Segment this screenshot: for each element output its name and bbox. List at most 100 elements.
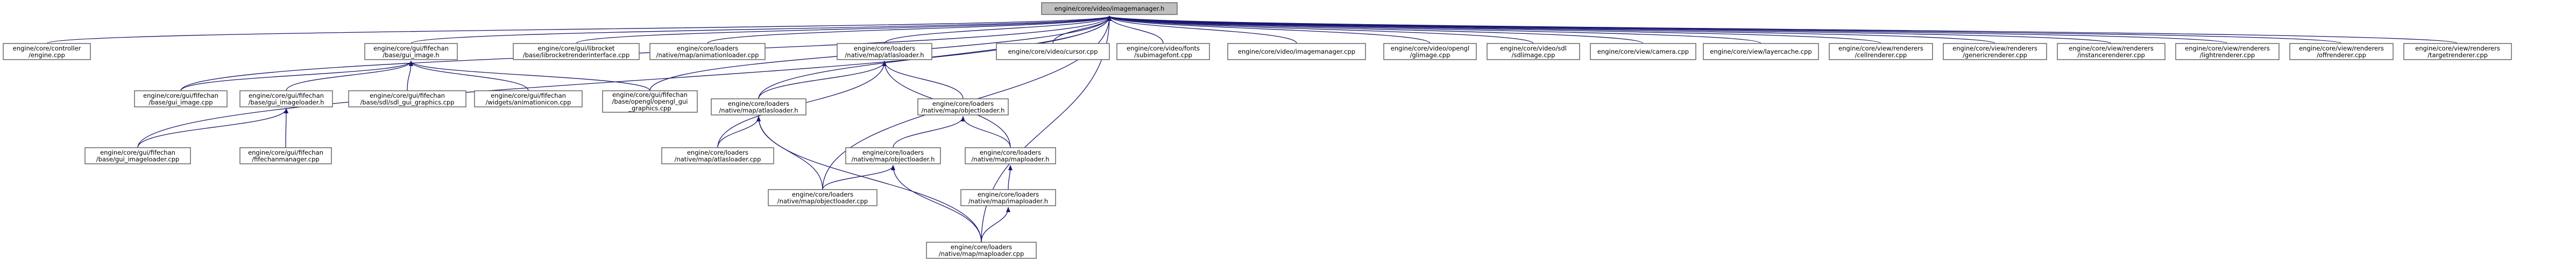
edge-gui_imageloader_cpp-to-gui_imageloader_h [137,108,288,148]
node-sdlimage[interactable]: engine/core/video/sdl/sdlimage.cpp [1487,43,1580,60]
node-root[interactable]: engine/core/video/imagemanager.h [1041,2,1178,15]
node-layercache[interactable]: engine/core/view/layercache.cpp [1703,43,1819,60]
edge-path [756,116,982,243]
node-label-line: engine/core/loaders [792,191,853,198]
node-box [960,189,1056,206]
node-imagemanager-cpp[interactable]: engine/core/video/imagemanager.cpp [1227,43,1366,60]
node-box [602,90,698,113]
node-label-line: engine/core/view/renderers [1952,45,2037,52]
node-atlasloader-h[interactable]: engine/core/loaders/native/map/atlasload… [837,43,932,60]
node-sdl-gui-graphics[interactable]: engine/core/gui/fifechan/base/sdl/sdl_gu… [348,90,466,107]
edge-maploader_h-to-mapobjectloader_h [961,116,1011,148]
edge-path [180,61,413,91]
edge-path [46,16,1112,44]
edge-librocket-to-root [576,16,1112,44]
node-box [837,43,932,60]
node-atlasloader2-h[interactable]: engine/core/loaders/native/map/atlasload… [711,98,806,115]
node-offrenderer[interactable]: engine/core/view/renderers/offrenderer.c… [2289,43,2394,60]
node-label-line: /native/map/maploader.cpp [939,250,1024,257]
node-animationicon[interactable]: engine/core/gui/fifechan/widgets/animati… [474,90,583,107]
node-label-line: /native/map/objectloader.h [922,106,1005,114]
node-label-line: engine/core/video/opengl [1391,45,1469,52]
node-label-line: engine/core/loaders [728,100,789,107]
node-label-line: /base/gui_image.h [383,51,439,59]
node-label-line: engine/core/loaders [687,149,748,156]
node-label-line: engine/core/video/imagemanager.cpp [1238,48,1355,55]
node-label-line: engine/core/view/layercache.cpp [1710,48,1811,55]
node-label-line: engine/core/gui/librocket [538,45,615,52]
node-gui-imageloader-h[interactable]: engine/core/gui/fifechan/base/gui_imagel… [239,90,333,107]
edge-gui_image_cpp-to-root [180,16,1112,91]
node-label-line: /fifechanmanager.cpp [252,155,319,163]
node-label-line: /sdlimage.cpp [1512,51,1555,59]
node-maploader-h2[interactable]: engine/core/loaders/native/map/imaploade… [960,189,1056,206]
node-box [239,90,333,107]
node-atlasloader-cpp[interactable]: engine/core/loaders/native/map/atlasload… [661,147,774,164]
node-animationloader[interactable]: engine/core/loaders/native/map/animation… [649,43,766,60]
node-label-line: engine/core/loaders [677,45,738,52]
node-gui-imageloader-cpp[interactable]: engine/core/gui/fifechan/base/gui_imagel… [84,147,191,164]
node-box [1116,43,1210,60]
node-subimagefont[interactable]: engine/core/video/fonts/subimagefont.cpp [1116,43,1210,60]
node-box [1383,43,1477,60]
node-label-line: /cellrenderer.cpp [1855,51,1907,59]
edge-path [961,116,1011,148]
node-label-line: /native/map/maploader.h [972,155,1050,163]
edge-path [1107,16,1761,44]
node-box [364,43,458,60]
edge-gui_imageloader_cpp-to-root [137,16,1112,148]
node-maploader-cpp[interactable]: engine/core/loaders/native/map/maploader… [926,242,1037,259]
node-label-line: /targetrenderer.cpp [2428,51,2488,59]
node-label-line: /lightrenderer.cpp [2200,51,2255,59]
edge-path [981,207,1010,243]
node-gui-image-cpp[interactable]: engine/core/gui/fifechan/base/gui_image.… [134,90,228,107]
edge-path [758,61,887,99]
edge-path [180,16,1112,91]
edge-path [411,16,1112,44]
node-label-line: /instancerenderer.cpp [2077,51,2145,59]
node-librocket[interactable]: engine/core/gui/librocket/base/librocket… [513,43,640,60]
node-label-line: /native/map/atlasloader.cpp [675,155,761,163]
node-mapobjectloader-h[interactable]: engine/core/loaders/native/map/objectloa… [917,98,1009,115]
node-gui-image-h[interactable]: engine/core/gui/fifechan/base/gui_image.… [364,43,458,60]
node-glimage[interactable]: engine/core/video/opengl/glimage.cpp [1383,43,1477,60]
node-label-line: engine/core/gui/fifechan [491,92,566,99]
node-box [845,147,941,164]
node-box [1487,43,1580,60]
node-controller[interactable]: engine/core/controller/engine.cpp [3,43,91,60]
node-label-line: engine/core/loaders [978,191,1039,198]
node-targetrenderer[interactable]: engine/core/view/renderers/targetrendere… [2403,43,2512,60]
node-label-line: /native/map/imaploader.h [968,197,1048,205]
edge-gui_imageloader_h-to-gui_image_h [286,61,413,91]
edge-path [882,61,964,99]
node-label-line: /glimage.cpp [1410,51,1450,59]
node-lightrenderer[interactable]: engine/core/view/renderers/lightrenderer… [2175,43,2280,60]
edge-objectloader_h-to-mapobjectloader_h [893,116,965,148]
node-fifechanmanager[interactable]: engine/core/gui/fifechan/fifechanmanager… [239,147,332,164]
edge-layercache-to-root [1107,16,1761,44]
edge-path [286,61,413,91]
node-label-line: engine/core/gui/fifechan [612,91,688,99]
node-label-line: engine/core/view/renderers [2069,45,2154,52]
node-label-line: engine/core/view/renderers [1838,45,1923,52]
node-cellrenderer[interactable]: engine/core/view/renderers/cellrenderer.… [1829,43,1933,60]
node-label-line: /widgets/animationicon.cpp [486,98,571,106]
node-cursor[interactable]: engine/core/video/cursor.cpp [996,43,1110,60]
node-box [513,43,640,60]
node-box [917,98,1009,115]
node-opengl-gui-graphics[interactable]: engine/core/gui/fifechan/base/opengl/ope… [602,90,698,113]
node-objectloader-h[interactable]: engine/core/loaders/native/map/objectloa… [845,147,941,164]
edge-sdl_gui_graphics-to-gui_image_h [407,61,413,91]
node-label-line: engine/core/gui/fifechan [100,149,175,156]
edge-path [1107,16,2458,44]
node-camera[interactable]: engine/core/view/camera.cpp [1590,43,1696,60]
node-label-line: engine/core/view/camera.cpp [1597,48,1689,55]
node-instancerenderer[interactable]: engine/core/view/renderers/instancerende… [2057,43,2165,60]
node-label-line: /native/map/atlasloader.h [845,51,924,59]
node-maploader-h[interactable]: engine/core/loaders/native/map/maploader… [965,147,1056,164]
node-genericrenderer[interactable]: engine/core/view/renderers/genericrender… [1943,43,2047,60]
node-label-line: /base/gui_imageloader.h [249,98,324,106]
node-objectloader-cpp[interactable]: engine/core/loaders/native/map/objectloa… [768,189,877,206]
node-box [996,43,1110,60]
node-label-line: engine/core/controller [13,45,81,52]
